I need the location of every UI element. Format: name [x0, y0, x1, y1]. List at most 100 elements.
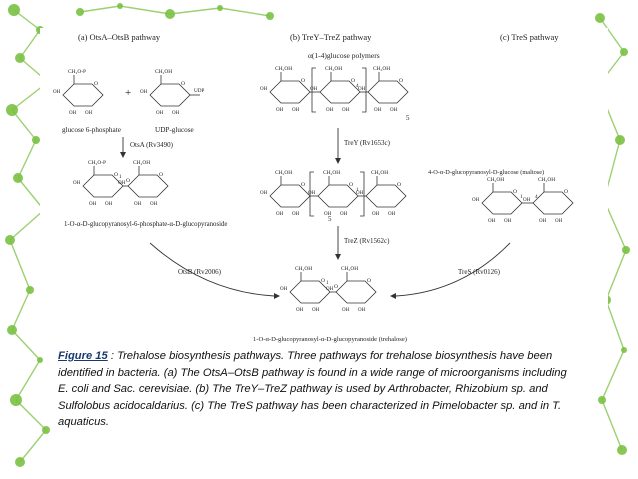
- glycosidic-bonds: [123, 67, 533, 293]
- trehalose-right-oh-3: OH: [358, 308, 366, 313]
- molecule-bond: [169, 7, 221, 15]
- polymer-locant-4: 4: [356, 83, 359, 89]
- polymer-unit-1-oh-4: OH: [260, 87, 268, 92]
- polymer-unit-2-ring-oxygen: O: [351, 78, 355, 84]
- t6p-right-oh-2: OH: [134, 202, 142, 207]
- t6p-right-oh-4: OH: [118, 181, 126, 186]
- molecule-node: [617, 445, 627, 455]
- polymer-repeat-brackets: [311, 67, 367, 113]
- t6p-locant-1: 1: [119, 174, 122, 180]
- oligo-unit-2-oh-2: OH: [324, 212, 332, 217]
- maltose-locant-1: 1: [520, 194, 523, 200]
- molecule-bond: [15, 359, 41, 401]
- polymer-unit-2-oh-3: OH: [342, 108, 350, 113]
- molecule-bond: [17, 177, 45, 211]
- udp-glucose-oh-4: OH: [140, 90, 148, 95]
- trehalose-left-oh-3: OH: [312, 308, 320, 313]
- plus-sign: +: [125, 87, 131, 99]
- repeat-count-oligo: 5: [328, 215, 332, 223]
- t6p-left-c6-label: CH₂O-P: [88, 160, 106, 166]
- oligo-unit-1-oh-4: OH: [260, 191, 268, 196]
- maltose-left-oh-2: OH: [488, 219, 496, 224]
- t6p-right-c6-label: CH₂OH: [133, 160, 150, 166]
- oligo-unit-3-oh-4: OH: [356, 191, 364, 196]
- maltose-left-oh-3: OH: [504, 219, 512, 224]
- molecule-node: [266, 12, 274, 20]
- molecule-node: [595, 13, 605, 23]
- polymer-unit-2-oh-4: OH: [310, 87, 318, 92]
- trehalose-right-ring-oxygen: O: [367, 278, 371, 284]
- maltose-right-oh-3: OH: [555, 219, 563, 224]
- label-polymers: α(1-4)glucose polymers: [308, 51, 380, 60]
- molecule-node: [620, 48, 628, 56]
- caption-separator: :: [107, 350, 118, 362]
- molecule-node: [117, 3, 123, 9]
- arrowhead-treS: [390, 293, 396, 299]
- udp-glucose-ring-oxygen: O: [181, 81, 185, 87]
- arrow-otsB: [149, 242, 275, 297]
- t6p-bridge-oxygen: O: [126, 178, 130, 184]
- arrowhead-treY: [335, 158, 341, 164]
- polymer-unit-3-oh-4: OH: [358, 87, 366, 92]
- maltose-left-oh-4: OH: [472, 198, 480, 203]
- arrowhead-otsB: [274, 293, 280, 299]
- header-treY-treZ: (b) TreY–TreZ pathway: [290, 32, 372, 42]
- molecule-node: [598, 396, 606, 404]
- glucose-6-phosphate-c6-label: CH₂O-P: [68, 69, 86, 75]
- glucose-6-phosphate-oh-3: OH: [85, 111, 93, 116]
- figure-label: Figure 15: [58, 350, 108, 362]
- oligo-repeat-brackets: [309, 171, 365, 217]
- molecule-bond: [219, 7, 271, 17]
- trehalose-right-c6-label: CH₂OH: [341, 266, 358, 272]
- maltose-right-ring-oxygen: O: [564, 189, 568, 195]
- oligo-unit-1-c6-label: CH₂OH: [275, 170, 292, 176]
- molecule-bond: [9, 239, 31, 291]
- reaction-arrows: [122, 128, 511, 297]
- oligo-unit-1-oh-3: OH: [292, 212, 300, 217]
- molecule-bond: [11, 329, 41, 361]
- molecule-node: [165, 9, 175, 19]
- header-otsA-otsB: (a) OtsA–OtsB pathway: [78, 32, 161, 42]
- molecule-bond: [605, 249, 627, 301]
- oligo-unit-3-c6-label: CH₂OH: [371, 170, 388, 176]
- molecule-bond: [605, 299, 625, 351]
- molecule-node: [37, 357, 43, 363]
- molecule-node: [15, 457, 25, 467]
- glucose-6-phosphate-ring-oxygen: O: [94, 81, 98, 87]
- glucose-6-phosphate-oh-2: OH: [69, 111, 77, 116]
- t6p-left-oh-3: OH: [105, 202, 113, 207]
- trehalose-left-c6-label: CH₂OH: [295, 266, 312, 272]
- molecule-bond: [79, 5, 121, 13]
- t6p-left-ring-oxygen: O: [114, 172, 118, 178]
- label-udp-glucose: UDP-glucose: [155, 126, 194, 134]
- polymer-unit-1-oh-2: OH: [276, 108, 284, 113]
- t6p-right-oh-3: OH: [150, 202, 158, 207]
- polymer-unit-2-oh-2: OH: [326, 108, 334, 113]
- arrowhead-otsA: [120, 152, 126, 158]
- label-maltose: 4-O-α-D-glucopyranosyl-D-glucose (maltos…: [428, 169, 544, 176]
- molecule-bond: [19, 29, 41, 59]
- trehalose-left-oh-2: OH: [296, 308, 304, 313]
- polymer-unit-1-c6-label: CH₂OH: [275, 66, 292, 72]
- molecule-node: [13, 173, 23, 183]
- molecule-bond: [11, 289, 31, 331]
- enzyme-otsA: OtsA (Rv3490): [130, 141, 174, 149]
- maltose-left-ring-oxygen: O: [513, 189, 517, 195]
- oligo-locant-1: 1: [356, 187, 359, 193]
- trehalose-locant-1: 1: [326, 280, 329, 286]
- oligo-unit-2-oh-4: OH: [308, 191, 316, 196]
- oligo-unit-2-ring-oxygen: O: [349, 182, 353, 188]
- molecule-bond: [601, 349, 625, 401]
- molecule-node: [42, 426, 50, 434]
- label-glucose-6-phosphate: glucose 6-phosphate: [62, 126, 121, 134]
- molecule-bond: [19, 429, 47, 463]
- polymer-unit-3-oh-2: OH: [374, 108, 382, 113]
- molecule-node: [621, 347, 627, 353]
- molecule-node: [6, 104, 18, 116]
- polymer-unit-1-ring-oxygen: O: [301, 78, 305, 84]
- molecule-node: [15, 53, 25, 63]
- caption-text: Trehalose biosynthesis pathways. Three p…: [58, 350, 567, 429]
